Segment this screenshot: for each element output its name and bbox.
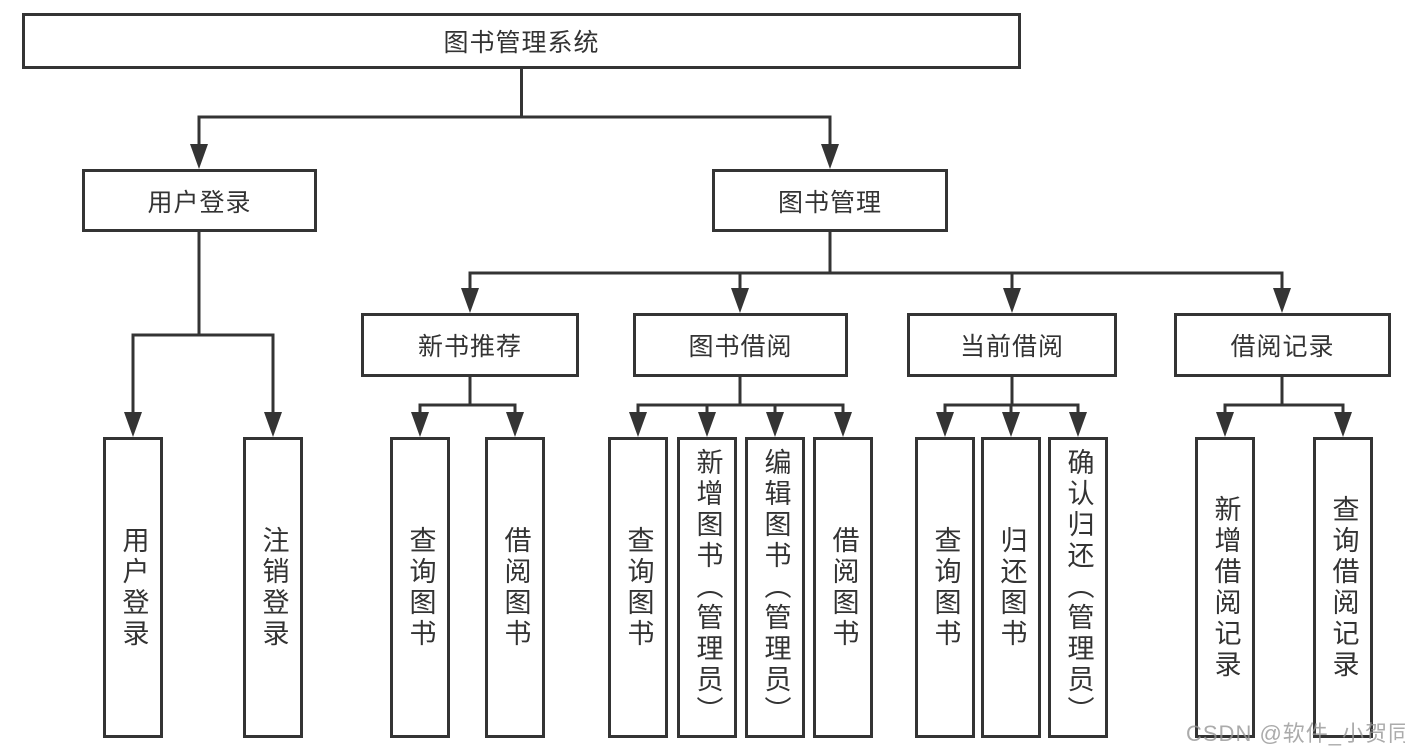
node-borrow-records: 借阅记录	[1174, 313, 1391, 377]
leaf-label: 新增借阅记录	[1210, 494, 1241, 681]
leaf-label: 查询借阅记录	[1328, 494, 1359, 681]
watermark: CSDN @软件_小贺同学	[1186, 721, 1405, 746]
leaf-query-borrow-record: 查询借阅记录	[1313, 437, 1373, 738]
leaf-label: 新增图书（管理员）	[692, 448, 723, 727]
leaf-label: 借阅图书	[500, 525, 531, 650]
leaf-label: 查询图书	[405, 525, 436, 650]
leaf-edit-book-admin: 编辑图书（管理员）	[745, 437, 805, 738]
leaf-label: 注销登录	[258, 525, 289, 650]
node-library-system: 图书管理系统	[22, 13, 1021, 69]
leaf-query-books-borrow: 查询图书	[608, 437, 668, 738]
leaf-add-book-admin: 新增图书（管理员）	[677, 437, 737, 738]
leaf-return-books: 归还图书	[981, 437, 1041, 738]
leaf-confirm-return-admin: 确认归还（管理员）	[1048, 437, 1108, 738]
node-current-borrow: 当前借阅	[907, 313, 1117, 377]
leaf-borrow-books-recommend: 借阅图书	[485, 437, 545, 738]
leaf-label: 借阅图书	[828, 525, 859, 650]
node-user-login: 用户登录	[82, 169, 317, 232]
node-book-borrow: 图书借阅	[633, 313, 848, 377]
leaf-add-borrow-record: 新增借阅记录	[1195, 437, 1255, 738]
node-new-book-recommend: 新书推荐	[361, 313, 579, 377]
arrowheads	[124, 144, 1352, 437]
leaf-borrow-books: 借阅图书	[813, 437, 873, 738]
leaf-label: 确认归还（管理员）	[1063, 448, 1094, 727]
leaf-logout: 注销登录	[243, 437, 303, 738]
leaf-label: 查询图书	[930, 525, 961, 650]
leaf-label: 查询图书	[623, 525, 654, 650]
leaf-label: 编辑图书（管理员）	[760, 448, 791, 727]
leaf-user-login: 用户登录	[103, 437, 163, 738]
leaf-label: 归还图书	[996, 525, 1027, 650]
leaf-query-books-current: 查询图书	[915, 437, 975, 738]
leaf-label: 用户登录	[118, 525, 149, 650]
node-book-management: 图书管理	[712, 169, 948, 232]
leaf-query-books-recommend: 查询图书	[390, 437, 450, 738]
